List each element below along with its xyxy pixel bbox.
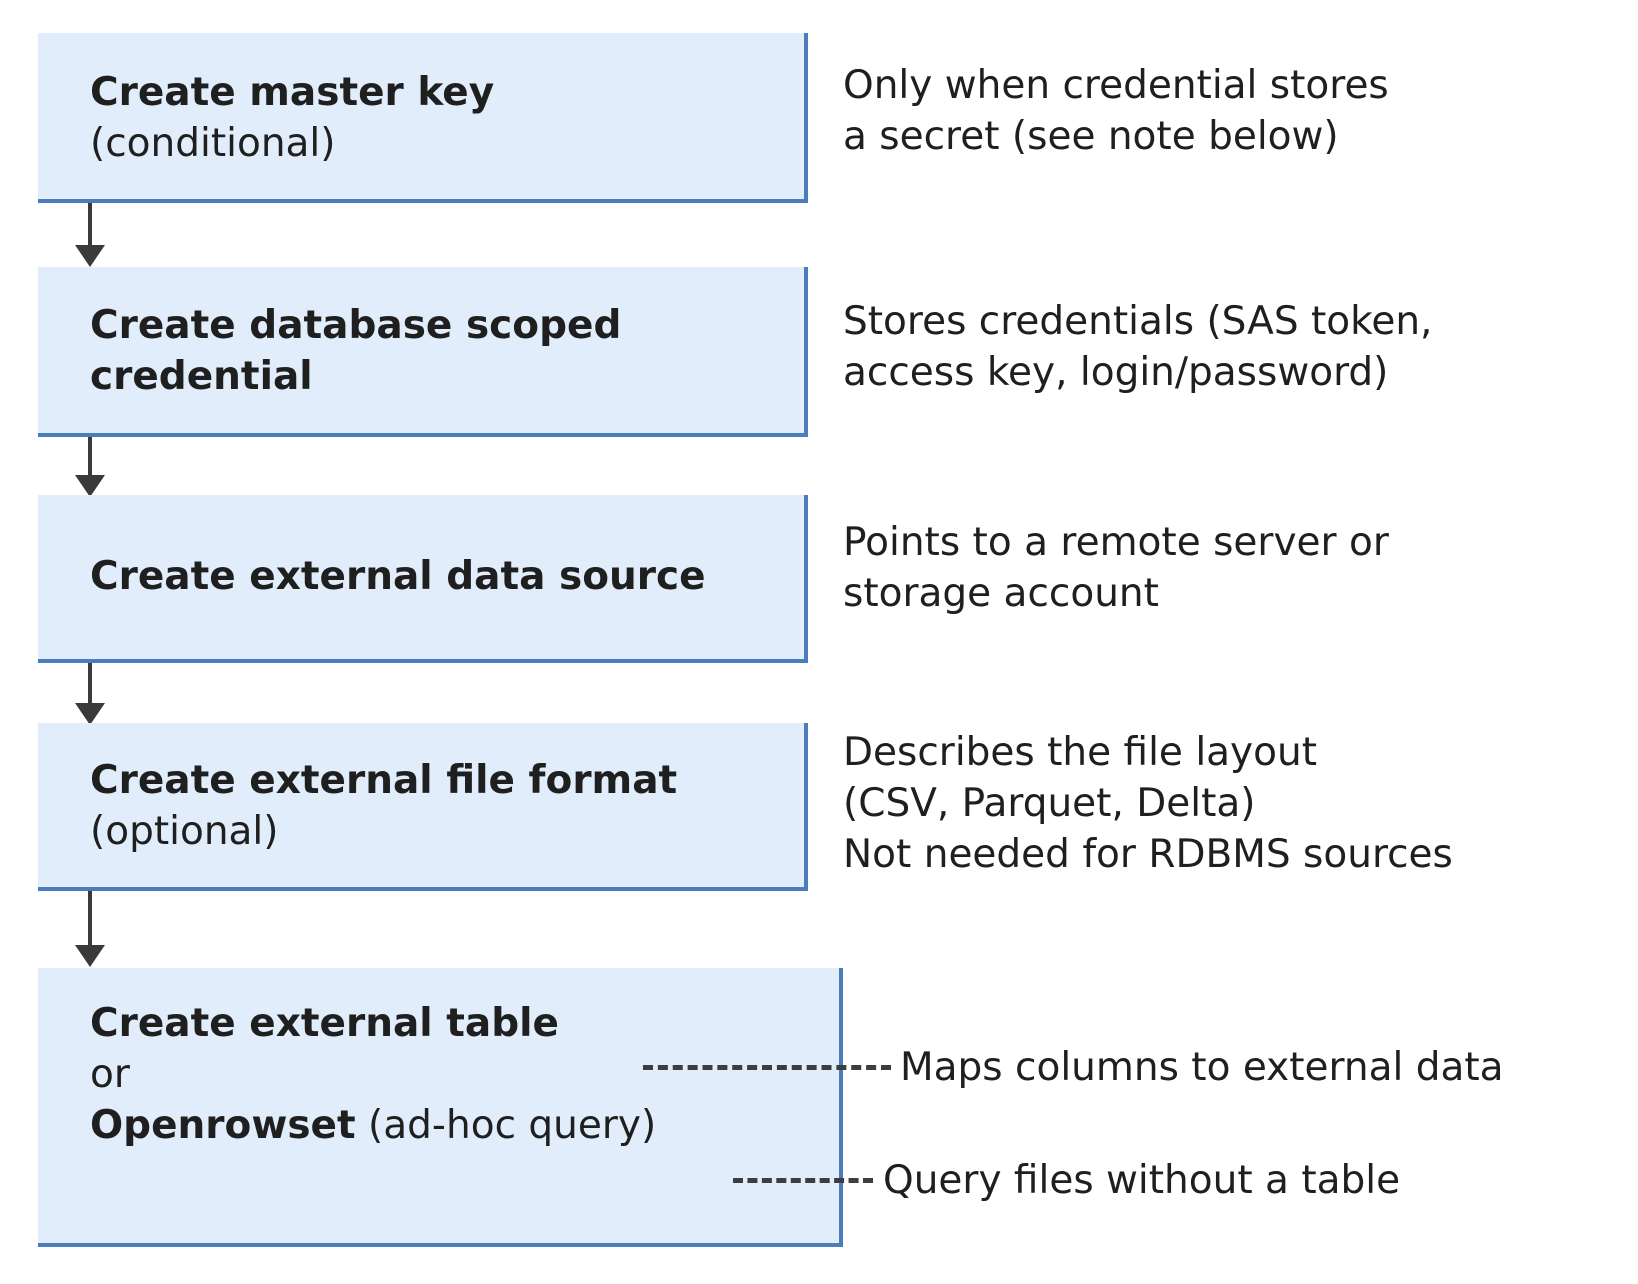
step-title-create-external-data-source: Create external data source [90, 554, 706, 599]
arrow-step4-to-step5 [70, 891, 110, 969]
note-create-master-key: Only when credential stores a secret (se… [843, 63, 1389, 159]
note-create-database-scoped-credential: Stores credentials (SAS token, access ke… [843, 299, 1433, 395]
note-openrowset: Query files without a table [883, 1158, 1401, 1203]
arrow-step1-to-step2 [70, 203, 110, 267]
step-subtitle-create-master-key: (conditional) [90, 121, 336, 166]
step-box-create-external-file-format[interactable]: Create external file format (optional) [38, 723, 808, 891]
step-title-create-external-table: Create external table [90, 1001, 559, 1046]
note-create-external-file-format: Describes the file layout (CSV, Parquet,… [843, 730, 1453, 877]
step-subtitle-create-external-file-format: (optional) [90, 809, 279, 854]
step-box-create-master-key[interactable]: Create master key (conditional) [38, 33, 808, 203]
step-suffix-openrowset: (ad-hoc query) [355, 1103, 657, 1148]
step-box-create-external-data-source[interactable]: Create external data source [38, 495, 808, 663]
note-create-external-table: Maps columns to external data [900, 1045, 1504, 1090]
step-title-create-external-file-format: Create external file format [90, 758, 678, 803]
arrow-step2-to-step3 [70, 437, 110, 497]
step-box-create-database-scoped-credential[interactable]: Create database scoped credential [38, 267, 808, 437]
step-title-create-master-key: Create master key [90, 70, 495, 115]
arrow-step3-to-step4 [70, 663, 110, 725]
step-box-create-external-table-or-openrowset[interactable]: Create external table or Openrowset (ad-… [38, 968, 843, 1247]
step-title-openrowset-line: Openrowset (ad-hoc query) [90, 1100, 825, 1151]
dashed-connector-external-table [643, 1065, 891, 1070]
step-title-line2-create-database-scoped-credential: credential [90, 354, 313, 399]
step-title-create-database-scoped-credential: Create database scoped [90, 303, 622, 348]
note-create-external-data-source: Points to a remote server or storage acc… [843, 520, 1389, 616]
step-separator-or: or [90, 1052, 130, 1097]
dashed-connector-openrowset [733, 1178, 873, 1183]
step-title-openrowset: Openrowset [90, 1103, 356, 1148]
